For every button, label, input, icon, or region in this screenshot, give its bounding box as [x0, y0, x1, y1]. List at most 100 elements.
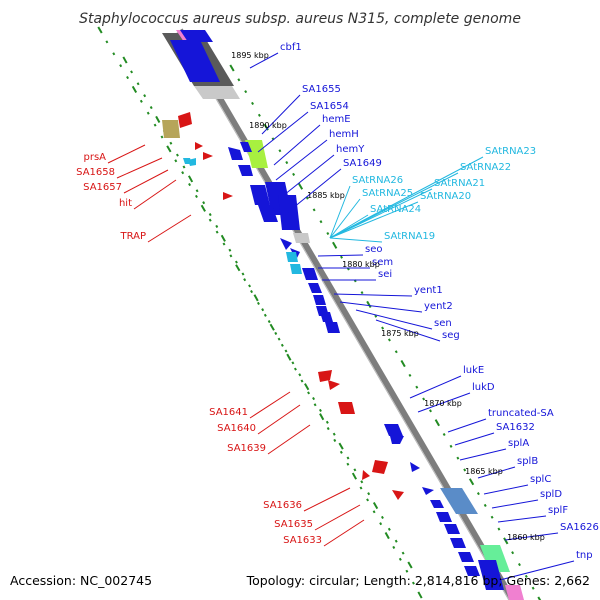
tick-mark	[456, 456, 460, 460]
rna-gene-label[interactable]: SAtRNA24	[370, 204, 421, 215]
gene-arrow-reverse[interactable]	[338, 402, 355, 414]
forward-gene-label[interactable]: hemY	[336, 144, 365, 155]
gene-arrow-forward[interactable]	[180, 30, 213, 42]
rna-gene-label[interactable]: SAtRNA23	[485, 146, 536, 157]
gene-arrow-reverse[interactable]	[328, 380, 340, 390]
reverse-gene-label[interactable]: TRAP	[119, 231, 146, 242]
forward-gene-label[interactable]: splF	[548, 505, 568, 516]
forward-gene-label[interactable]: splB	[517, 456, 538, 467]
gene-arrow-reverse[interactable]	[203, 152, 213, 160]
gene-arrow-reverse[interactable]	[392, 490, 404, 500]
forward-gene-label[interactable]: splC	[530, 474, 551, 485]
forward-gene-label[interactable]: tnp	[576, 550, 593, 561]
reverse-gene-label[interactable]: SA1658	[76, 167, 115, 178]
tick-mark	[149, 106, 153, 110]
gene-arrow-forward[interactable]	[410, 462, 420, 472]
forward-gene-label[interactable]: yent1	[414, 285, 443, 296]
reverse-gene-label[interactable]: prsA	[83, 152, 106, 163]
forward-gene-label[interactable]: SA1632	[496, 422, 535, 433]
rna-gene-label[interactable]: SAtRNA25	[362, 188, 413, 199]
reverse-gene-label[interactable]: SA1639	[227, 443, 266, 454]
reverse-gene-label[interactable]: SA1657	[83, 182, 122, 193]
forward-gene-label[interactable]: cbf1	[280, 42, 302, 53]
gene-arrow-forward[interactable]	[240, 142, 252, 152]
tick-mark	[188, 183, 192, 187]
gene-arrow-forward[interactable]	[170, 40, 220, 82]
gene-arrow-forward[interactable]	[444, 524, 460, 534]
gene-arrow-forward[interactable]	[384, 424, 403, 436]
reverse-gene-label[interactable]: SA1641	[209, 407, 248, 418]
rna-gene-label[interactable]: SAtRNA19	[384, 231, 435, 242]
gene-arrow-forward[interactable]	[302, 268, 318, 280]
kbp-label: 1890 kbp	[249, 121, 287, 130]
forward-gene-label[interactable]: sem	[372, 257, 393, 268]
gene-arrow-reverse[interactable]	[178, 112, 192, 128]
gene-arrow-reverse[interactable]	[195, 142, 203, 150]
reverse-gene-label[interactable]: SA1635	[274, 519, 313, 530]
rna-gene-leader-line	[329, 201, 419, 239]
forward-gene-label[interactable]: lukD	[472, 382, 495, 393]
gene-arrow-forward[interactable]	[478, 560, 504, 590]
tick-mark	[274, 331, 278, 335]
gene-arrow-forward[interactable]	[238, 165, 253, 176]
forward-gene-label[interactable]: lukE	[463, 365, 484, 376]
rna-gene[interactable]	[290, 264, 302, 274]
gene-arrow-forward[interactable]	[436, 512, 452, 522]
forward-gene-label[interactable]: splD	[540, 489, 562, 500]
reverse-gene-label[interactable]: SA1636	[263, 500, 302, 511]
forward-gene-label[interactable]: hemH	[329, 129, 359, 140]
tick-mark	[244, 90, 248, 94]
gene-arrow-reverse[interactable]	[318, 370, 332, 382]
rna-gene[interactable]	[188, 158, 196, 166]
gene-arrow-forward[interactable]	[422, 487, 434, 495]
tick-mark	[234, 260, 238, 264]
forward-gene-label[interactable]: yent2	[424, 301, 453, 312]
forward-gene-label[interactable]: SA1655	[302, 84, 341, 95]
gene-arrow-forward[interactable]	[280, 238, 292, 250]
rna-gene[interactable]	[286, 252, 298, 262]
reverse-gene-label[interactable]: hit	[119, 198, 132, 209]
forward-gene-label[interactable]: sei	[378, 269, 392, 280]
forward-gene-label[interactable]: SA1654	[310, 101, 349, 112]
forward-gene-label[interactable]: sen	[434, 318, 452, 329]
reverse-gene-label[interactable]: SA1640	[217, 423, 256, 434]
gene-arrow-forward[interactable]	[464, 566, 480, 576]
rna-gene-label[interactable]: SAtRNA21	[434, 178, 485, 189]
forward-gene-leader-line	[483, 484, 529, 495]
forward-gene-label[interactable]: splA	[508, 438, 529, 449]
gene-arrow-forward[interactable]	[320, 312, 333, 322]
tick-mark	[286, 353, 292, 361]
forward-gene-label[interactable]: seo	[365, 244, 382, 255]
gene-arrow-reverse[interactable]	[362, 470, 370, 480]
gene-arrow-forward[interactable]	[258, 205, 278, 222]
gene-arrow-reverse[interactable]	[223, 192, 233, 200]
gene-arrow-forward[interactable]	[228, 147, 243, 160]
tick-mark	[215, 224, 219, 228]
forward-gene-leader-line	[257, 111, 309, 153]
gene-arrow-forward[interactable]	[450, 538, 466, 548]
rna-gene-label[interactable]: SAtRNA26	[352, 175, 403, 186]
gene-arrow-forward[interactable]	[313, 295, 326, 305]
forward-gene-label[interactable]: SA1626	[560, 522, 599, 533]
gene-arrow-forward[interactable]	[430, 500, 444, 508]
tick-mark	[517, 562, 521, 567]
gene-arrow-forward[interactable]	[278, 195, 300, 230]
reverse-gene-label[interactable]: SA1633	[283, 535, 322, 546]
forward-gene-label[interactable]: hemE	[322, 114, 351, 125]
forward-gene-label[interactable]: seg	[442, 330, 460, 341]
tick-mark	[175, 153, 179, 157]
gene-arrow-forward[interactable]	[250, 185, 270, 205]
gene-arrow-forward[interactable]	[458, 552, 474, 562]
gene-arrow-forward[interactable]	[390, 436, 404, 444]
rna-gene-label[interactable]: SAtRNA20	[420, 191, 471, 202]
rna-gene-label[interactable]: SAtRNA22	[460, 162, 511, 173]
forward-gene-leader-line	[504, 532, 559, 541]
tick-mark	[313, 403, 317, 407]
gene-arrow-forward[interactable]	[325, 322, 340, 333]
forward-gene-label[interactable]: SA1649	[343, 158, 382, 169]
gene-arrow-forward[interactable]	[308, 283, 322, 293]
forward-gene-label[interactable]: truncated-SA	[488, 408, 554, 419]
kbp-label: 1885 kbp	[307, 191, 345, 200]
tick-mark	[392, 545, 396, 549]
gene-arrow-reverse[interactable]	[372, 460, 388, 474]
